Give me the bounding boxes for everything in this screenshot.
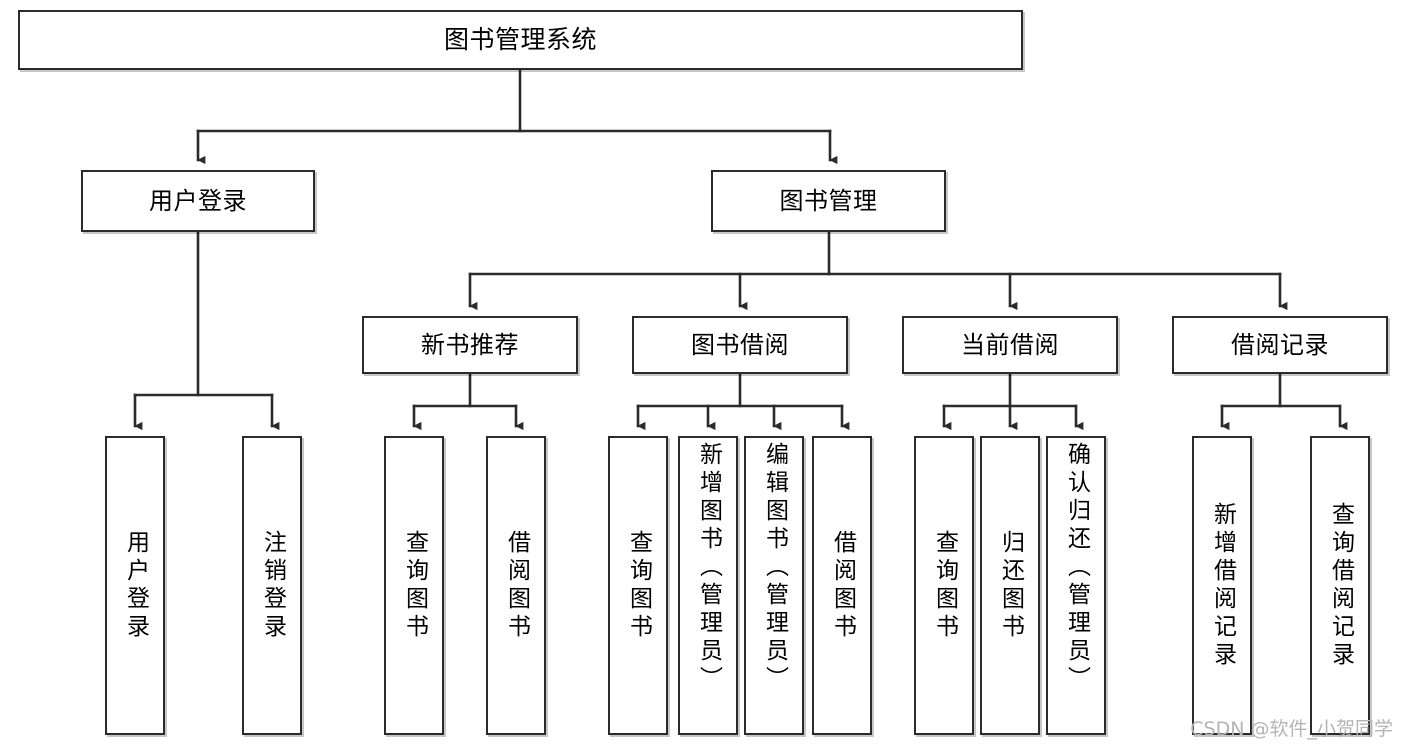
node-current-borrow[interactable]: 当前借阅 bbox=[902, 316, 1118, 374]
leaf-query-book-current[interactable]: 查询图书 bbox=[914, 436, 974, 735]
leaf-return-book[interactable]: 归还图书 bbox=[980, 436, 1040, 735]
node-label: 图书管理系统 bbox=[443, 25, 597, 55]
node-label: 编辑图书（管理员） bbox=[761, 442, 788, 694]
leaf-borrow-book-recommend[interactable]: 借阅图书 bbox=[486, 436, 546, 735]
leaf-query-book-recommend[interactable]: 查询图书 bbox=[384, 436, 444, 735]
node-label: 查询图书 bbox=[625, 529, 652, 642]
node-label: 确认归还（管理员） bbox=[1063, 442, 1090, 694]
leaf-edit-book-admin[interactable]: 编辑图书（管理员） bbox=[744, 436, 804, 735]
node-new-book-recommend[interactable]: 新书推荐 bbox=[362, 316, 578, 374]
leaf-add-borrow-record[interactable]: 新增借阅记录 bbox=[1192, 436, 1252, 735]
node-user-login[interactable]: 用户登录 bbox=[81, 170, 315, 232]
node-book-borrow[interactable]: 图书借阅 bbox=[632, 316, 848, 374]
node-label: 归还图书 bbox=[997, 529, 1024, 642]
leaf-user-login[interactable]: 用户登录 bbox=[105, 436, 165, 735]
node-label: 注销登录 bbox=[259, 529, 286, 642]
leaf-add-book-admin[interactable]: 新增图书（管理员） bbox=[678, 436, 738, 735]
node-label: 当前借阅 bbox=[961, 330, 1059, 359]
node-label: 借阅图书 bbox=[829, 529, 856, 642]
node-borrow-record[interactable]: 借阅记录 bbox=[1172, 316, 1388, 374]
node-label: 查询借阅记录 bbox=[1327, 501, 1354, 670]
leaf-logout-login[interactable]: 注销登录 bbox=[242, 436, 302, 735]
node-label: 借阅图书 bbox=[503, 529, 530, 642]
node-label: 用户登录 bbox=[122, 529, 149, 642]
node-label: 新增借阅记录 bbox=[1209, 501, 1236, 670]
node-label: 新增图书（管理员） bbox=[695, 442, 722, 694]
node-label: 查询图书 bbox=[401, 529, 428, 642]
leaf-confirm-return-admin[interactable]: 确认归还（管理员） bbox=[1046, 436, 1106, 735]
leaf-query-book-borrow[interactable]: 查询图书 bbox=[608, 436, 668, 735]
node-label: 图书管理 bbox=[779, 186, 878, 215]
node-label: 图书借阅 bbox=[691, 330, 789, 359]
node-root-book-management-system[interactable]: 图书管理系统 bbox=[18, 10, 1023, 70]
node-label: 借阅记录 bbox=[1231, 330, 1329, 359]
node-label: 查询图书 bbox=[931, 529, 958, 642]
leaf-borrow-book[interactable]: 借阅图书 bbox=[812, 436, 872, 735]
node-label: 新书推荐 bbox=[421, 330, 519, 359]
csdn-watermark: CSDN @软件_小贺同学 bbox=[1190, 718, 1393, 740]
node-book-management[interactable]: 图书管理 bbox=[711, 170, 946, 232]
node-label: 用户登录 bbox=[149, 186, 247, 215]
leaf-query-borrow-record[interactable]: 查询借阅记录 bbox=[1310, 436, 1370, 735]
